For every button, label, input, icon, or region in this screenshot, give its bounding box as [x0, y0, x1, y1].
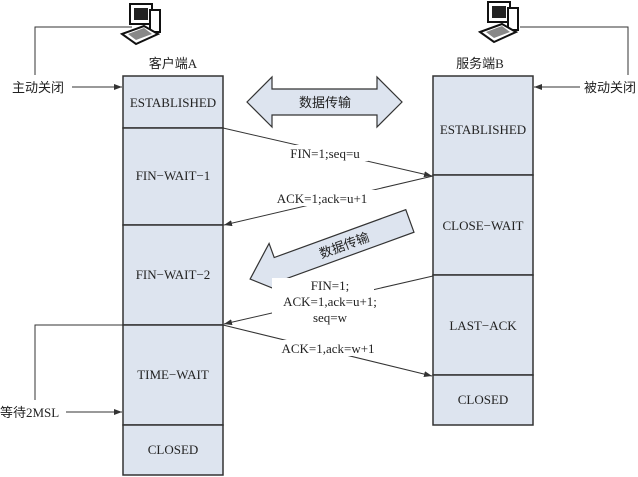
- server-state-close-wait: CLOSE−WAIT: [443, 218, 524, 233]
- fin1-message: FIN=1;seq=u: [290, 146, 360, 161]
- fin2-message-line2: ACK=1,ack=u+1;: [283, 294, 377, 309]
- wait-2msl-label: 等待2MSL: [0, 405, 59, 420]
- client-state-fin-wait-1: FIN−WAIT−1: [136, 168, 211, 183]
- server-state-established: ESTABLISHED: [440, 122, 526, 137]
- server-title: 服务端B: [456, 56, 504, 71]
- client-state-established: ESTABLISHED: [130, 95, 216, 110]
- server-computer-icon: [479, 1, 519, 43]
- client-computer-icon: [121, 3, 161, 45]
- server-state-closed: CLOSED: [458, 392, 509, 407]
- wait-2msl-connector: [34, 324, 223, 400]
- fin2-message-line3: seq=w: [313, 310, 348, 325]
- ack1-message: ACK=1;ack=u+1: [277, 191, 368, 206]
- data-transfer-double-arrow-icon: [246, 75, 403, 129]
- client-state-time-wait: TIME−WAIT: [137, 367, 209, 382]
- data-transfer-label: 数据传输: [299, 95, 351, 110]
- passive-close-label: 被动关闭: [584, 80, 636, 95]
- client-title: 客户端A: [149, 56, 198, 71]
- active-close-label: 主动关闭: [12, 80, 64, 95]
- active-close-connector: [34, 26, 132, 75]
- client-state-fin-wait-2: FIN−WAIT−2: [136, 267, 211, 282]
- client-state-closed: CLOSED: [148, 442, 199, 457]
- client-states: ESTABLISHED FIN−WAIT−1 FIN−WAIT−2 TIME−W…: [122, 75, 224, 476]
- server-state-last-ack: LAST−ACK: [449, 318, 517, 333]
- fin2-message-line1: FIN=1;: [311, 278, 349, 293]
- passive-close-connector: [520, 26, 629, 75]
- ack2-message: ACK=1,ack=w+1: [281, 341, 374, 356]
- server-states: ESTABLISHED CLOSE−WAIT LAST−ACK CLOSED: [432, 75, 534, 426]
